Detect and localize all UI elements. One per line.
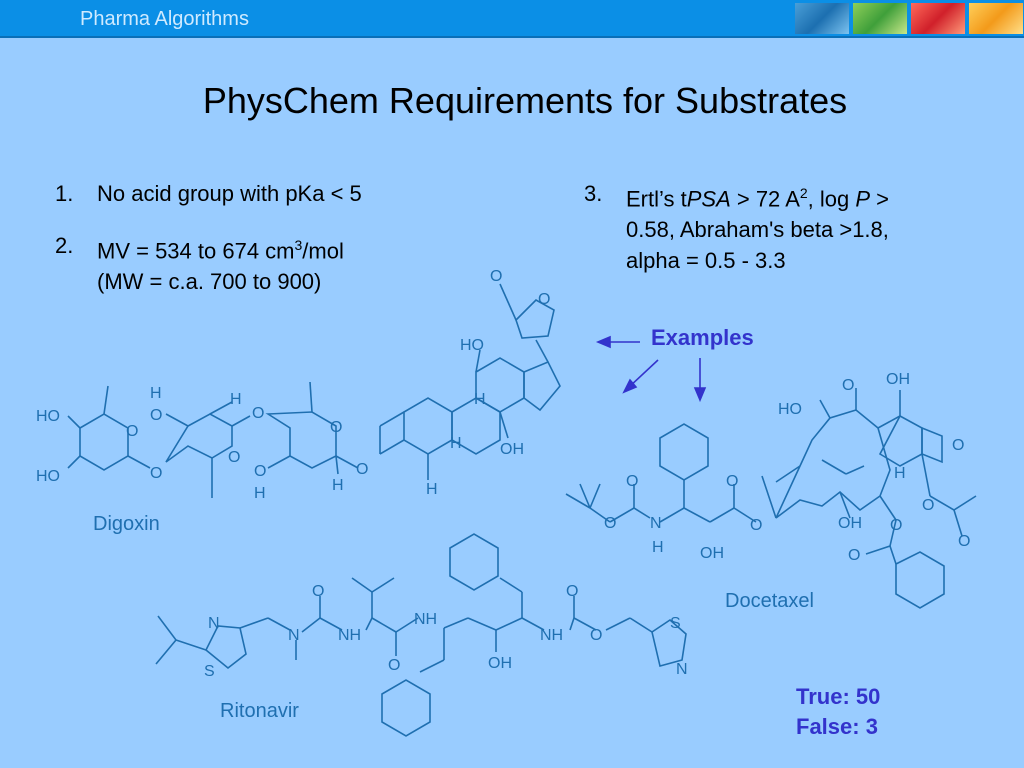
svg-text:HO: HO — [460, 337, 484, 354]
svg-text:O: O — [626, 473, 638, 490]
svg-text:O: O — [604, 515, 616, 532]
svg-text:H: H — [894, 465, 906, 482]
svg-text:OH: OH — [838, 515, 862, 532]
svg-text:O: O — [490, 268, 502, 285]
header-decorative-image — [795, 3, 1024, 34]
svg-text:OH: OH — [500, 441, 524, 458]
svg-text:N: N — [650, 515, 662, 532]
svg-text:NH: NH — [338, 627, 361, 644]
svg-text:O: O — [228, 449, 240, 466]
svg-text:H: H — [652, 539, 664, 556]
svg-text:O: O — [566, 583, 578, 600]
atom-labels: HO HO O H O O H O O O O H H O H H H HO O… — [36, 268, 970, 680]
svg-text:H: H — [150, 385, 162, 402]
digoxin-structure — [67, 283, 561, 498]
svg-text:S: S — [670, 615, 681, 632]
false-count: False: 3 — [796, 714, 878, 739]
arrow-icon — [595, 335, 707, 403]
svg-text:O: O — [356, 461, 368, 478]
svg-text:O: O — [388, 657, 400, 674]
svg-text:O: O — [848, 547, 860, 564]
svg-text:OH: OH — [488, 655, 512, 672]
svg-text:O: O — [958, 533, 970, 550]
svg-text:O: O — [312, 583, 324, 600]
svg-text:OH: OH — [700, 545, 724, 562]
brand-name: Pharma Algorithms — [80, 8, 249, 30]
svg-text:HO: HO — [778, 401, 802, 418]
true-count: True: 50 — [796, 684, 881, 709]
svg-text:S: S — [204, 663, 215, 680]
svg-text:N: N — [208, 615, 220, 632]
svg-text:H: H — [332, 477, 344, 494]
svg-text:H: H — [230, 391, 242, 408]
svg-text:O: O — [126, 423, 138, 440]
svg-text:O: O — [150, 407, 162, 424]
svg-text:O: O — [538, 291, 550, 308]
svg-text:H: H — [474, 391, 486, 408]
svg-text:OH: OH — [886, 371, 910, 388]
examples-label: Examples — [651, 325, 754, 350]
svg-text:O: O — [254, 463, 266, 480]
svg-text:O: O — [750, 517, 762, 534]
svg-text:O: O — [150, 465, 162, 482]
svg-text:O: O — [952, 437, 964, 454]
svg-text:O: O — [252, 405, 264, 422]
svg-text:NH: NH — [540, 627, 563, 644]
svg-text:H: H — [254, 485, 266, 502]
digoxin-label: Digoxin — [93, 513, 160, 535]
svg-text:O: O — [330, 419, 342, 436]
ritonavir-structure — [155, 533, 687, 737]
svg-text:H: H — [426, 481, 438, 498]
svg-text:H: H — [450, 435, 462, 452]
slide-title: PhysChem Requirements for Substrates — [202, 80, 848, 121]
docetaxel-label: Docetaxel — [725, 590, 814, 612]
svg-text:O: O — [842, 377, 854, 394]
svg-text:N: N — [676, 661, 688, 678]
svg-text:HO: HO — [36, 408, 60, 425]
svg-text:HO: HO — [36, 468, 60, 485]
header-bar: Pharma Algorithms — [0, 0, 1024, 38]
svg-text:O: O — [726, 473, 738, 490]
docetaxel-structure — [565, 388, 977, 609]
svg-text:O: O — [590, 627, 602, 644]
svg-text:N: N — [288, 627, 300, 644]
svg-text:O: O — [922, 497, 934, 514]
ritonavir-label: Ritonavir — [220, 700, 299, 722]
svg-text:O: O — [890, 517, 902, 534]
svg-text:NH: NH — [414, 611, 437, 628]
